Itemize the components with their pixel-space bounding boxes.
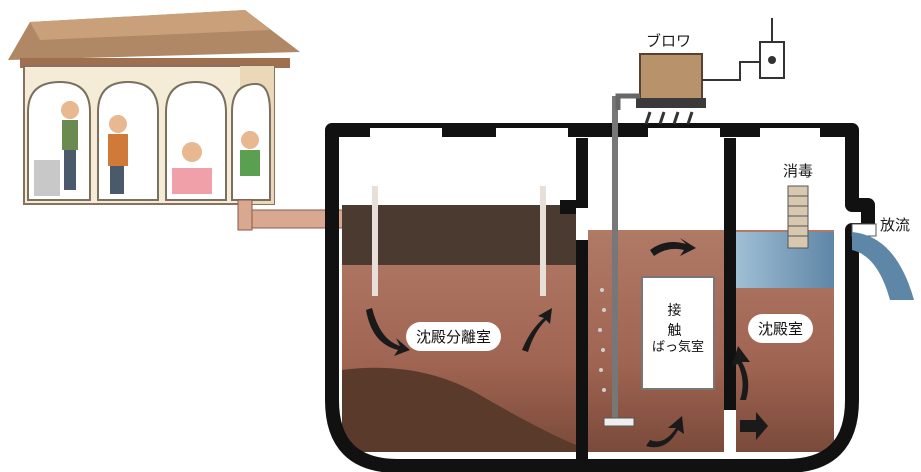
disinfection-label: 消毒 bbox=[783, 162, 814, 180]
sedimentation-separation-chamber-label: 沈殿分離室 bbox=[406, 322, 502, 351]
septic-tank bbox=[325, 96, 914, 472]
blower-icon bbox=[615, 53, 762, 125]
discharge-label: 放流 bbox=[880, 216, 911, 234]
power-outlet-icon bbox=[759, 18, 785, 79]
sedimentation-chamber-label: 沈殿室 bbox=[748, 314, 814, 343]
house-illustration bbox=[8, 10, 300, 205]
flow-arrow-icon bbox=[366, 238, 768, 448]
contact-aeration-label-line1: 接 触 bbox=[667, 303, 696, 339]
contact-aeration-label-line2: ばっ気室 bbox=[651, 340, 704, 355]
blower-label: ブロワ bbox=[646, 32, 692, 50]
contact-aeration-chamber-panel: 接 触 ばっ気室 bbox=[641, 276, 715, 390]
